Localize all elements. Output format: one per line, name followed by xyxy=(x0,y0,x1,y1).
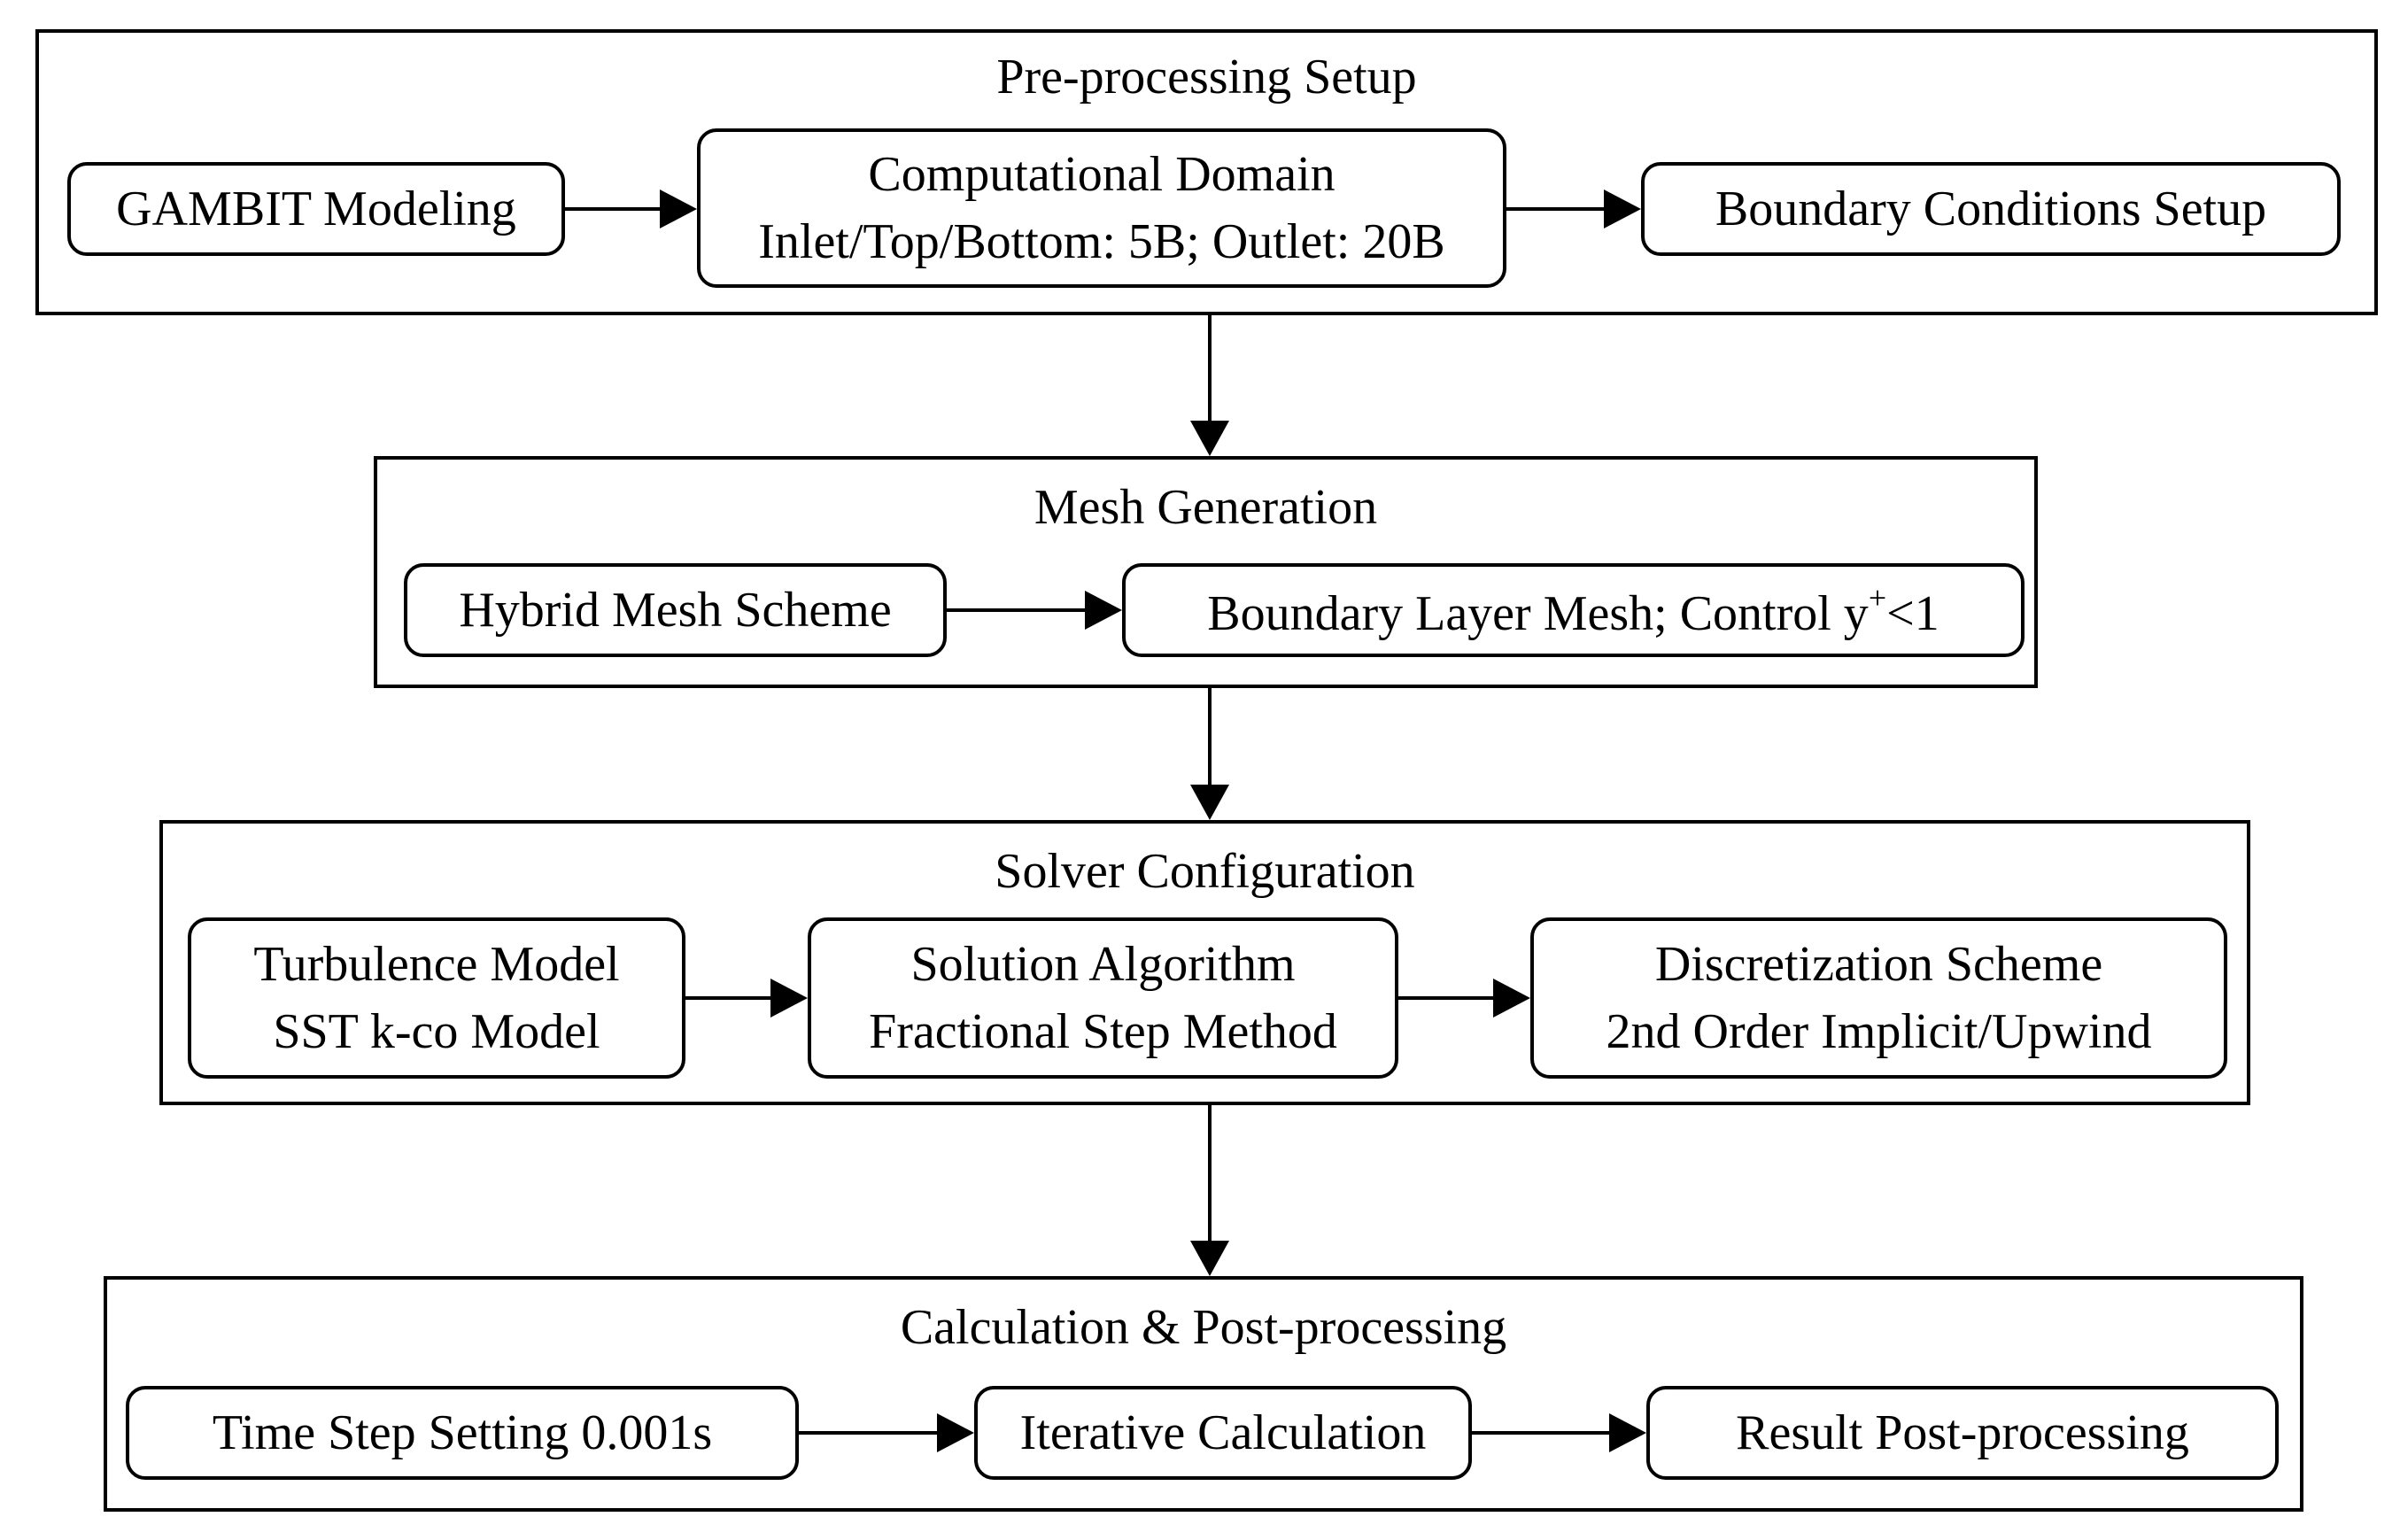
node-gambit-modeling: GAMBIT Modeling xyxy=(67,162,565,256)
node-label: Computational Domain xyxy=(868,147,1335,202)
node-computational-domain: Computational Domain Inlet/Top/Bottom: 5… xyxy=(697,128,1506,288)
node-sublabel: Inlet/Top/Bottom: 5B; Outlet: 20B xyxy=(758,214,1445,269)
node-label: Turbulence Model xyxy=(253,937,620,992)
node-label: Boundary Conditions Setup xyxy=(1715,182,2267,236)
node-solution-algorithm: Solution Algorithm Fractional Step Metho… xyxy=(808,917,1398,1079)
node-boundary-layer-mesh: Boundary Layer Mesh; Control y+<1 xyxy=(1122,563,2025,657)
arrowhead xyxy=(1190,785,1229,820)
node-sublabel: Fractional Step Method xyxy=(869,1004,1337,1059)
node-discretization-scheme: Discretization Scheme 2nd Order Implicit… xyxy=(1530,917,2227,1079)
stage-title: Mesh Generation xyxy=(1034,480,1378,535)
arrowhead xyxy=(1190,421,1229,456)
node-label: Solution Algorithm xyxy=(910,937,1296,992)
node-label: Result Post-processing xyxy=(1736,1405,2189,1460)
node-label: Iterative Calculation xyxy=(1019,1405,1427,1460)
node-label: Boundary Layer Mesh; Control y+<1 xyxy=(1207,573,1939,647)
node-turbulence-model: Turbulence Model SST k-co Model xyxy=(188,917,685,1079)
node-label: Discretization Scheme xyxy=(1654,937,2103,992)
node-label-suffix: <1 xyxy=(1886,586,1939,641)
node-iterative-calculation: Iterative Calculation xyxy=(974,1386,1472,1480)
arrowhead xyxy=(1190,1241,1229,1276)
stage-title: Solver Configuration xyxy=(995,844,1415,899)
node-hybrid-mesh-scheme: Hybrid Mesh Scheme xyxy=(404,563,947,657)
node-sublabel: 2nd Order Implicit/Upwind xyxy=(1606,1004,2152,1059)
node-label-prefix: Boundary Layer Mesh; Control y xyxy=(1207,586,1869,641)
node-label-superscript: + xyxy=(1868,580,1887,615)
node-time-step-setting: Time Step Setting 0.001s xyxy=(126,1386,799,1480)
stage-title: Calculation & Post-processing xyxy=(900,1300,1507,1355)
node-label: GAMBIT Modeling xyxy=(116,182,516,236)
node-result-postprocessing: Result Post-processing xyxy=(1646,1386,2279,1480)
stage-title: Pre-processing Setup xyxy=(996,50,1417,104)
node-boundary-conditions: Boundary Conditions Setup xyxy=(1641,162,2341,256)
node-label: Time Step Setting 0.001s xyxy=(212,1405,713,1460)
node-sublabel: SST k-co Model xyxy=(273,1004,600,1059)
node-label: Hybrid Mesh Scheme xyxy=(459,583,892,638)
